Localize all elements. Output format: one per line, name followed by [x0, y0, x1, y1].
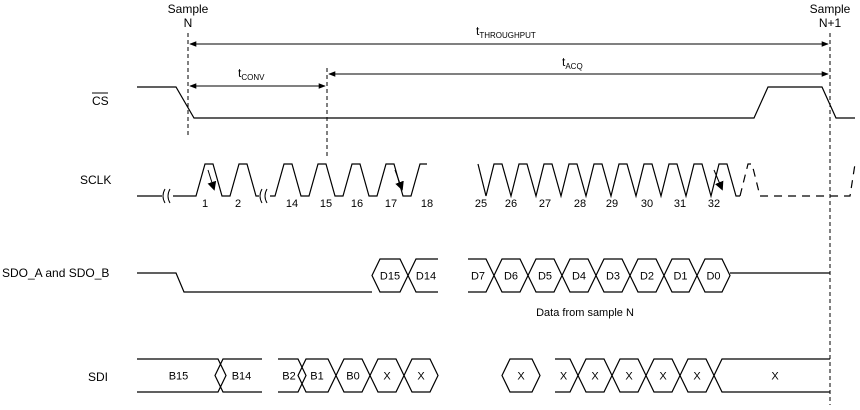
sdi-cell: [278, 358, 307, 393]
sclk-idle-dashed: [739, 163, 856, 197]
sdi-cell-label: X: [517, 371, 525, 383]
sdo-row: SDO_A and SDO_B D15 D14 D7 D6 D5 D4 D3 D2 D1 D0 D…: [2, 258, 830, 319]
sclk-row: SCLK 1 2 14 15 16 17 18 25 26 27 28 29 30 31 32: [80, 163, 856, 210]
sclk-number: 26: [505, 198, 517, 210]
sclk-edge-arrow-17: [394, 169, 404, 191]
sclk-pulses-1-2: [173, 163, 259, 197]
sdo-idle-waveform: [137, 272, 372, 293]
sdo-cell-label: D0: [706, 271, 720, 283]
sclk-number: 15: [320, 198, 332, 210]
sdi-cell: [713, 358, 830, 393]
sdo-cell-label: D1: [673, 271, 687, 283]
sdi-cell-label: X: [625, 371, 633, 383]
sclk-number: 27: [539, 198, 551, 210]
sdo-cell-label: D15: [380, 271, 400, 283]
sdi-cell-label: B2: [282, 371, 295, 383]
sclk-number: 1: [202, 198, 208, 210]
sclk-number: 16: [351, 198, 363, 210]
sclk-number: 28: [574, 198, 586, 210]
sdo-cell-label: D4: [572, 271, 586, 283]
sdi-cell: [214, 358, 262, 393]
sdo-cell-label: D3: [606, 271, 620, 283]
t-acq-annotation: tACQ: [328, 55, 829, 77]
sdi-row: SDI B15 B14 B2 B1 B0 X X X X X X X X X: [88, 358, 830, 393]
sdo-cell-label: D14: [416, 271, 436, 283]
sdo-cell-label: D7: [471, 271, 485, 283]
sdo-data-cells: D15 D14 D7 D6 D5 D4 D3 D2 D1 D0: [371, 258, 731, 293]
sdi-cell-label: X: [560, 371, 568, 383]
sdo-data-note: Data from sample N: [536, 307, 634, 319]
sclk-number: 2: [235, 198, 241, 210]
sclk-edge-arrow-32: [713, 169, 724, 191]
sample-n-index: N: [184, 16, 193, 30]
sdo-cell-label: D5: [538, 271, 552, 283]
sclk-number: 32: [708, 198, 720, 210]
t-conv-annotation: tCONV: [189, 66, 326, 89]
sdo-cell-label: D6: [504, 271, 518, 283]
sdi-cell: [501, 358, 541, 393]
sdi-signal-label: SDI: [88, 370, 108, 384]
t-acq-label: tACQ: [562, 55, 583, 71]
sclk-number: 29: [606, 198, 618, 210]
sdo-cell: [407, 258, 438, 293]
sclk-number: 17: [385, 198, 397, 210]
sdi-cell-label: X: [693, 371, 701, 383]
sclk-number: 30: [641, 198, 653, 210]
sdi-cell: [137, 358, 227, 393]
sclk-number: 18: [421, 198, 433, 210]
t-throughput-annotation: tTHROUGHPUT: [189, 24, 829, 47]
sdi-cell-label: X: [771, 371, 779, 383]
sdo-signal-label: SDO_A and SDO_B: [2, 266, 109, 280]
sclk-number: 14: [286, 198, 298, 210]
sclk-number: 31: [674, 198, 686, 210]
sclk-signal-label: SCLK: [80, 173, 111, 187]
sclk-break-mark-1: [162, 188, 171, 204]
sclk-clock-numbers: 1 2 14 15 16 17 18 25 26 27 28 29 30 31 32: [202, 198, 720, 210]
sclk-edge-arrow-1: [207, 169, 217, 191]
sdi-cell-label: X: [383, 371, 391, 383]
sample-n-marker: Sample N: [168, 2, 209, 135]
sdi-cell: [403, 358, 439, 393]
sclk-pulses-14-18: [270, 163, 427, 197]
cs-row: CS: [92, 86, 855, 119]
cs-signal-label: CS: [92, 94, 109, 108]
sdi-cell-label: X: [591, 371, 599, 383]
sdi-cell-label: B1: [310, 371, 323, 383]
sdi-data-cells: B15 B14 B2 B1 B0 X X X X X X X X X: [137, 358, 830, 393]
sdi-cell-label: B0: [346, 371, 359, 383]
sclk-pulses-25-32: [477, 163, 740, 199]
sdi-cell-label: X: [417, 371, 425, 383]
sdi-cell-label: B14: [232, 371, 252, 383]
sdo-cell-label: D2: [640, 271, 654, 283]
sdo-cell: [696, 258, 731, 293]
sdi-cell-label: X: [659, 371, 667, 383]
sample-n-label: Sample: [168, 2, 209, 16]
sclk-number: 25: [475, 198, 487, 210]
sample-n1-label: Sample: [810, 2, 851, 16]
t-throughput-label: tTHROUGHPUT: [476, 24, 536, 40]
sample-n1-index: N+1: [819, 16, 842, 30]
sclk-break-mark-2: [259, 188, 268, 204]
cs-waveform: [137, 86, 855, 119]
sample-n1-marker: Sample N+1: [810, 2, 851, 405]
t-conv-label: tCONV: [238, 66, 265, 82]
sdi-cell-label: B15: [169, 371, 189, 383]
